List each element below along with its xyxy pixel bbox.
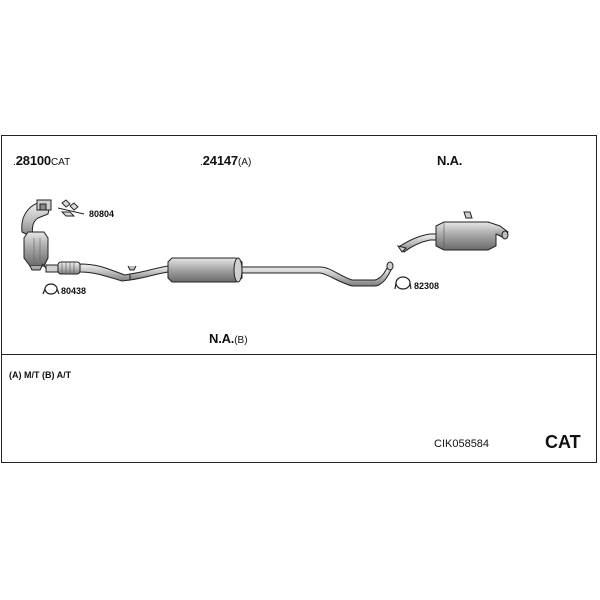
rear-silencer-icon [396, 211, 509, 253]
accessory-80438-label: 80438 [61, 286, 87, 296]
clamp-80438-icon [42, 283, 60, 295]
part-suffix: (B) [234, 335, 248, 346]
reference-code: CIK058584 [434, 438, 490, 450]
catalytic-converter-icon [21, 199, 55, 271]
part-na-b-label: N.A.(B) [209, 330, 248, 348]
footnote: (A) M/T (B) A/T [9, 370, 72, 380]
part-na-label: N.A. [437, 152, 462, 170]
front-pipe-icon [45, 261, 169, 282]
accessory-82308-label: 82308 [414, 281, 440, 291]
part-number: 24147 [202, 153, 238, 168]
middle-silencer-icon [167, 257, 243, 283]
accessory-80804-label: 80804 [89, 209, 115, 219]
part-suffix: (A) [237, 157, 252, 168]
gasket-80804-icon [57, 199, 85, 217]
notes-divider [1, 354, 597, 355]
part-24147-label: .24147(A) [200, 153, 252, 168]
part-28100-label: .28100CAT [13, 153, 71, 168]
tail-pipe-icon [241, 261, 394, 287]
part-number: N.A. [209, 331, 235, 346]
part-number: N.A. [437, 153, 463, 168]
clamp-82308-icon [394, 276, 412, 290]
part-suffix: CAT [50, 157, 71, 168]
part-number: 28100 [15, 153, 51, 168]
diagram-frame [1, 135, 597, 463]
category-label: CAT [545, 432, 581, 452]
